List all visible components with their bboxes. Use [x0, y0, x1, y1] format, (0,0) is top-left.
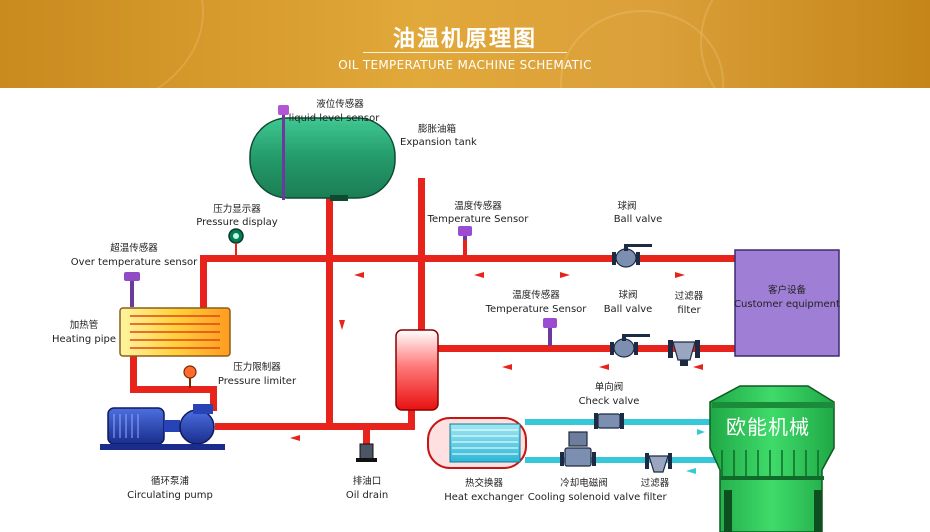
- label-customer-equipment-en: Customer equipment: [734, 299, 840, 310]
- temp-sensor-mid-icon: [543, 318, 557, 346]
- check-valve-icon: [594, 413, 624, 429]
- arrow-right: [675, 272, 685, 278]
- pipe-mid-return: [437, 345, 735, 352]
- label-temp-sensor-top-en: Temperature Sensor: [427, 214, 530, 225]
- label-heat-exchanger-cn: 热交换器: [465, 477, 504, 489]
- label-check-valve-cn: 单向阀: [595, 381, 624, 393]
- label-temp-sensor-mid-cn: 温度传感器: [512, 289, 560, 301]
- pipe-heater-outlet: [200, 255, 207, 310]
- label-pressure-display-cn: 压力显示器: [213, 203, 261, 215]
- component-labels: 液位传感器 liquid level sensor 膨胀油箱 Expansion…: [52, 98, 840, 503]
- oil-heating-vessel: [395, 329, 439, 411]
- over-temp-sensor-icon: [124, 272, 140, 307]
- label-circulating-pump-cn: 循环泵浦: [151, 475, 190, 487]
- pressure-gauge-icon: [228, 228, 244, 257]
- cooling-pipe-lower: [525, 457, 720, 463]
- label-cooling-solenoid-cn: 冷却电磁阀: [560, 477, 608, 489]
- arrow-left: [686, 468, 696, 474]
- label-oil-drain-en: Oil drain: [346, 490, 388, 501]
- arrow-right: [560, 272, 570, 278]
- heating-pipe: [119, 307, 231, 357]
- pipe-vessel-down: [408, 406, 415, 430]
- schematic-diagram: 液位传感器 liquid level sensor 膨胀油箱 Expansion…: [52, 98, 840, 532]
- pipe-tank-down: [326, 198, 333, 428]
- label-cooling-solenoid-en: Cooling solenoid valve: [528, 492, 641, 503]
- label-ball-valve-mid-cn: 球阀: [618, 289, 637, 301]
- label-pressure-display-en: Pressure display: [196, 217, 277, 228]
- expansion-tank: [249, 105, 396, 201]
- label-filter-bottom-en: filter: [643, 492, 667, 503]
- cooling-tower: [709, 385, 835, 532]
- label-filter-bottom-cn: 过滤器: [641, 477, 670, 489]
- label-liquid-level-sensor-en: liquid level sensor: [289, 113, 381, 124]
- label-pressure-limiter-cn: 压力限制器: [233, 361, 281, 373]
- label-ball-valve-mid-en: Ball valve: [604, 304, 653, 315]
- page-subtitle: OIL TEMPERATURE MACHINE SCHEMATIC: [338, 58, 592, 72]
- label-liquid-level-sensor-cn: 液位传感器: [316, 98, 364, 110]
- pipe-top-supply: [200, 255, 735, 262]
- label-oil-drain-cn: 排油口: [353, 475, 382, 487]
- arrow-left: [290, 435, 300, 441]
- arrow-left: [474, 272, 484, 278]
- label-expansion-tank-en: Expansion tank: [400, 137, 477, 148]
- label-customer-equipment-cn: 客户设备: [768, 284, 807, 296]
- label-expansion-tank-cn: 膨胀油箱: [418, 123, 456, 135]
- title-divider: [363, 52, 567, 53]
- arrow-right: [697, 429, 705, 435]
- flow-arrows: [290, 272, 703, 441]
- filter-bottom-icon: [645, 453, 672, 473]
- label-filter-top-en: filter: [677, 305, 701, 316]
- pressure-limiter-icon: [183, 365, 197, 388]
- sensor-stem: [463, 240, 467, 258]
- label-temp-sensor-mid-en: Temperature Sensor: [485, 304, 588, 315]
- arrow-left: [599, 364, 609, 370]
- ball-valve-top-icon: [612, 244, 652, 268]
- arrow-left: [502, 364, 512, 370]
- label-heating-pipe-en: Heating pipe: [52, 334, 116, 345]
- pipe-heater-inlet: [130, 356, 137, 391]
- brand-text: 欧能机械: [726, 415, 810, 439]
- label-check-valve-en: Check valve: [579, 396, 640, 407]
- cooling-solenoid-valve-icon: [560, 431, 596, 467]
- label-over-temp-sensor-en: Over temperature sensor: [71, 257, 198, 268]
- arrow-left: [693, 364, 703, 370]
- temp-sensor-top-icon: [458, 226, 472, 240]
- drain-stem: [363, 428, 370, 446]
- ball-valve-mid-icon: [610, 334, 650, 358]
- label-heating-pipe-cn: 加热管: [70, 319, 99, 331]
- oil-drain-valve-icon: [356, 443, 377, 462]
- label-pressure-limiter-en: Pressure limiter: [218, 376, 297, 387]
- arrow-down: [339, 320, 345, 330]
- level-sensor-rod: [282, 113, 285, 200]
- pipe-pump-riser: [130, 386, 210, 393]
- label-ball-valve-top-en: Ball valve: [614, 214, 663, 225]
- label-temp-sensor-top-cn: 温度传感器: [454, 200, 502, 212]
- pipe-pump-riser-2: [210, 386, 217, 411]
- label-over-temp-sensor-cn: 超温传感器: [110, 242, 158, 254]
- level-sensor-head: [278, 105, 289, 115]
- circulating-pump: [100, 404, 225, 450]
- page-title: 油温机原理图: [392, 27, 537, 52]
- label-ball-valve-top-cn: 球阀: [617, 200, 636, 212]
- label-circulating-pump-en: Circulating pump: [127, 490, 213, 501]
- filter-top-icon: [668, 340, 700, 366]
- red-pipe-network: [130, 178, 735, 446]
- heat-exchanger: [427, 417, 527, 469]
- label-heat-exchanger-en: Heat exchanger: [444, 492, 524, 503]
- arrow-left: [354, 272, 364, 278]
- pipe-return-line: [215, 423, 415, 430]
- header-banner: 油温机原理图 OIL TEMPERATURE MACHINE SCHEMATIC: [0, 0, 930, 88]
- label-filter-top-cn: 过滤器: [675, 290, 704, 302]
- customer-equipment-box: [734, 249, 840, 357]
